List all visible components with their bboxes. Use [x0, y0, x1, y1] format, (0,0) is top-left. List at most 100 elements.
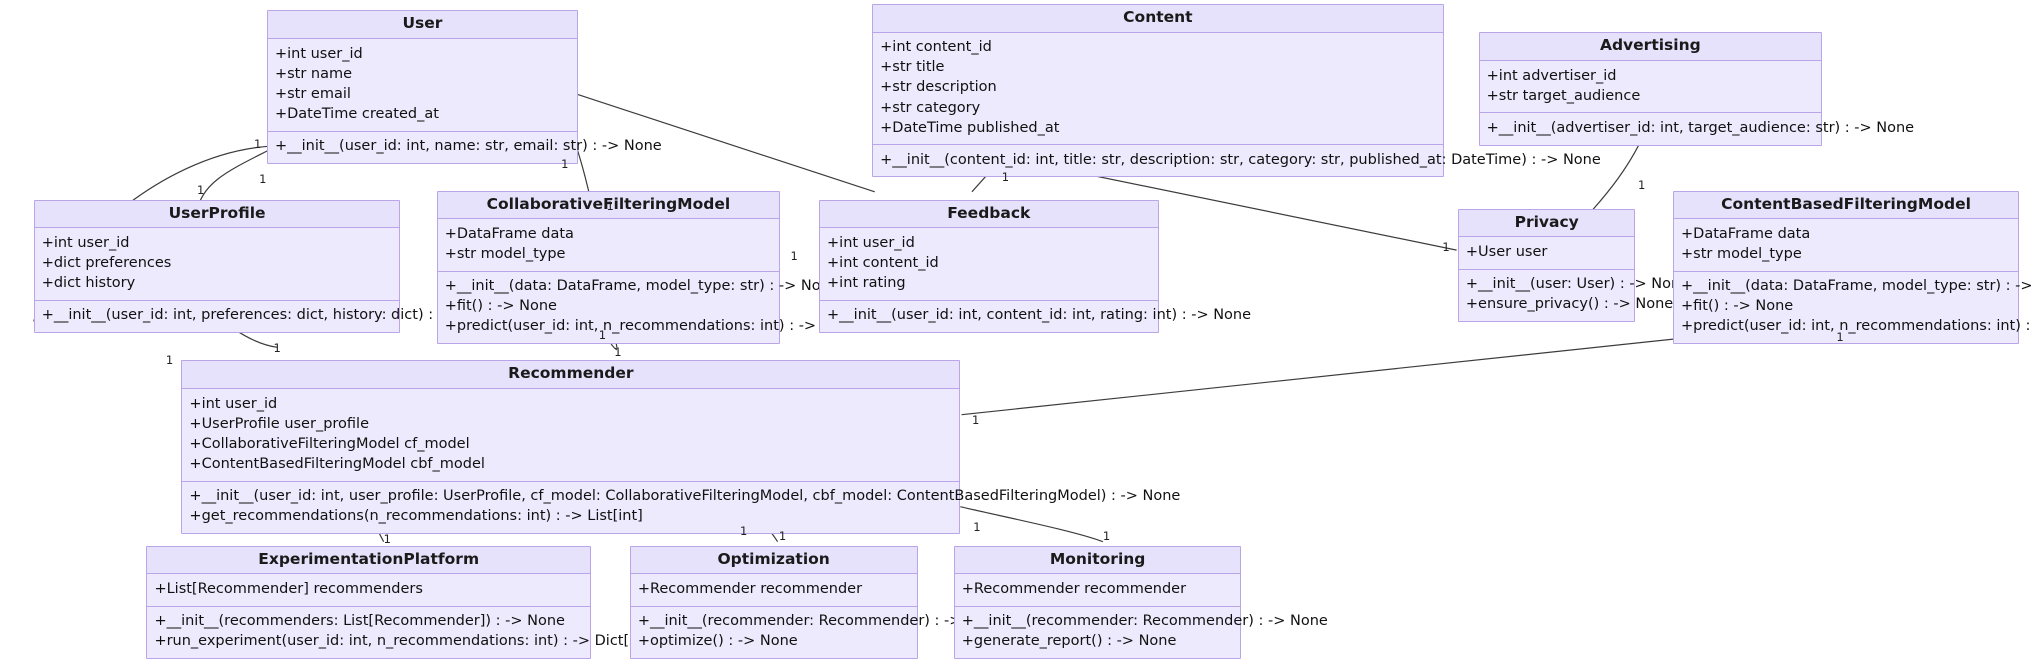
method-row: +__init__(recommenders: List[Recommender…	[154, 613, 565, 629]
method-row: +generate_report() : -> None	[961, 633, 1177, 650]
class-methods-optimization: +__init__(recommender: Recommender) : ->…	[630, 606, 1004, 658]
class-attributes-privacy: +User user	[1458, 237, 1635, 270]
class-attributes-content: +int content_id+str title+str descriptio…	[873, 32, 1443, 146]
multiplicity-label: 1	[790, 249, 798, 264]
class-methods-content: +__init__(content_id: int, title: str, d…	[873, 145, 1601, 177]
attribute-row: +str email	[274, 85, 351, 102]
method-row: +predict(user_id: int, n_recommendations…	[1681, 318, 2032, 335]
class-attributes-userprofile: +int user_id +dict preferences +dict histo…	[34, 228, 400, 301]
attribute-row: +DataFrame data	[1681, 225, 1811, 242]
class-attributes-optimization: +Recommender recommender	[630, 574, 917, 607]
multiplicity-label: 1	[598, 328, 607, 343]
multiplicity-label: 1	[196, 183, 205, 198]
class-methods-cbfmodel: +__init__(data: DataFrame, model_type: s…	[1674, 271, 2032, 343]
method-row: +__init__(user_id: int, content_id: int,…	[827, 307, 1252, 324]
class-title-recommender: Recommender	[182, 361, 960, 390]
multiplicity-label: 1	[1001, 170, 1010, 185]
attribute-row: +UserProfile user_profile	[189, 415, 369, 432]
class-attributes-cbfmodel: +DataFrame data +str model_type	[1674, 219, 2019, 272]
class-attributes-monitoring: +Recommender recommender	[954, 574, 1241, 607]
class-title-userprofile: UserProfile	[34, 200, 400, 229]
attribute-row: +Recommender recommender	[961, 580, 1187, 597]
attribute-row: +ContentBasedFilteringModel cbf_model	[189, 455, 485, 472]
class-title-feedback: Feedback	[820, 200, 1158, 229]
uml-class-advertising[interactable]: Advertising+int advertiser_id+str target…	[1478, 32, 1914, 146]
uml-class-feedback[interactable]: Feedback+int user_id+int content_id+int …	[819, 199, 1252, 333]
attribute-row: +dict history	[41, 275, 136, 292]
attribute-row: +str model_type	[1681, 245, 1802, 262]
method-row: +run_experiment(user_id: int, n_recommen…	[154, 633, 719, 650]
attribute-row: +int rating	[827, 275, 906, 292]
class-attributes-experimentation: +List[Recommender] recommenders	[147, 574, 590, 607]
class-title-cbfmodel: ContentBasedFilteringModel	[1674, 191, 2019, 220]
attribute-row: +List[Recommender] recommenders	[154, 580, 423, 597]
multiplicity-label: 1	[1638, 178, 1646, 193]
multiplicity-label: 1	[561, 157, 569, 172]
method-row: +fit() : -> None	[1681, 298, 1794, 315]
class-title-cfmodel: CollaborativeFilteringModel	[437, 191, 780, 220]
multiplicity-label: 1	[165, 353, 174, 368]
uml-class-cbfmodel[interactable]: ContentBasedFilteringModel+DataFrame dat…	[1673, 190, 2032, 344]
multiplicity-label: 1	[273, 341, 281, 356]
edge-recommender-monitoring	[960, 506, 1104, 543]
attribute-row: +str category	[880, 99, 981, 116]
class-methods-recommender: +__init__(user_id: int, user_profile: Us…	[182, 481, 1181, 533]
method-row: +__init__(content_id: int, title: str, d…	[880, 151, 1601, 168]
method-row: +__init__(data: DataFrame, model_type: s…	[1681, 278, 2032, 295]
multiplicity-label: 1	[259, 171, 267, 186]
class-title-experimentation: ExperimentationPlatform	[147, 546, 590, 575]
attribute-row: +str title	[880, 59, 945, 76]
attribute-row: +str model_type	[444, 245, 566, 262]
attribute-row: +str name	[274, 65, 353, 82]
method-row: +__init__(user_id: int, name: str, email…	[274, 138, 662, 155]
method-row: +fit() : -> None	[444, 298, 557, 315]
attribute-row: +DateTime created_at	[274, 106, 439, 122]
uml-class-content[interactable]: Content+int content_id+str title+str des…	[872, 3, 1601, 178]
class-attributes-cfmodel: +DataFrame data +str model_type	[437, 219, 780, 272]
class-methods-experimentation: +__init__(recommenders: List[Recommender…	[147, 606, 719, 658]
attribute-row: +DateTime published_at	[880, 119, 1060, 136]
multiplicity-label: 1	[1102, 529, 1111, 544]
multiplicity-label: 1	[606, 198, 614, 213]
multiplicity-label: 1	[614, 345, 622, 360]
attribute-row: +CollaborativeFilteringModel cf_model	[189, 435, 470, 452]
multiplicity-label: 1	[1442, 240, 1450, 255]
class-title-privacy: Privacy	[1458, 209, 1635, 238]
attribute-row: +int content_id	[827, 254, 939, 271]
class-methods-monitoring: +__init__(recommender: Recommender) : ->…	[954, 606, 1328, 658]
uml-class-privacy[interactable]: Privacy+User user+__init__(user: User) :…	[1457, 208, 1689, 322]
method-row: +__init__(user_id: int, user_profile: Us…	[189, 488, 1181, 504]
class-attributes-feedback: +int user_id +int content_id +int rating	[820, 228, 1158, 301]
attribute-row: +int user_id	[827, 234, 915, 251]
class-attributes-user: +int user_id+str name+str email+DateTime…	[267, 39, 577, 132]
multiplicity-label: 1	[973, 520, 981, 535]
method-row: +__init__(recommender: Recommender) : ->…	[961, 613, 1328, 629]
class-title-advertising: Advertising	[1479, 33, 1822, 62]
multiplicity-label: 1	[971, 412, 980, 427]
attribute-row: +int user_id	[189, 395, 278, 412]
attribute-row: +int user_id	[41, 234, 130, 251]
uml-class-recommender[interactable]: Recommender +int user_id +UserProfile user…	[181, 360, 1181, 534]
multiplicity-label: 1	[383, 531, 391, 546]
attribute-row: +DataFrame data	[444, 225, 574, 242]
uml-class-user[interactable]: User+int user_id+str name+str email+Date…	[266, 10, 662, 164]
method-row: +__init__(data: DataFrame, model_type: s…	[444, 278, 839, 295]
multiplicity-label: 1	[778, 529, 787, 544]
class-title-user: User	[267, 11, 577, 40]
attribute-row: +int content_id	[880, 39, 992, 56]
attribute-row: +int advertiser_id	[1486, 67, 1617, 84]
uml-class-optimization[interactable]: Optimization+Recommender recommender+__i…	[629, 545, 1004, 659]
method-row: +predict(user_id: int, n_recommendations…	[444, 318, 877, 335]
attribute-row: +User user	[1465, 243, 1548, 260]
class-title-monitoring: Monitoring	[954, 546, 1241, 575]
uml-class-cfmodel[interactable]: CollaborativeFilteringModel+DataFrame da…	[436, 190, 877, 344]
uml-class-userprofile[interactable]: UserProfile +int user_id +dict preferences…	[33, 199, 498, 333]
class-methods-feedback: +__init__(user_id: int, content_id: int,…	[820, 300, 1252, 332]
uml-class-experimentation[interactable]: ExperimentationPlatform +List[Recommender…	[146, 545, 719, 659]
method-row: +get_recommendations(n_recommendations: …	[189, 508, 643, 525]
method-row: +__init__(recommender: Recommender) : ->…	[637, 613, 1004, 629]
attribute-row: +Recommender recommender	[637, 580, 863, 597]
attribute-row: +dict preferences	[41, 254, 172, 271]
uml-class-monitoring[interactable]: Monitoring +Recommender recommender +__ini…	[953, 545, 1328, 659]
